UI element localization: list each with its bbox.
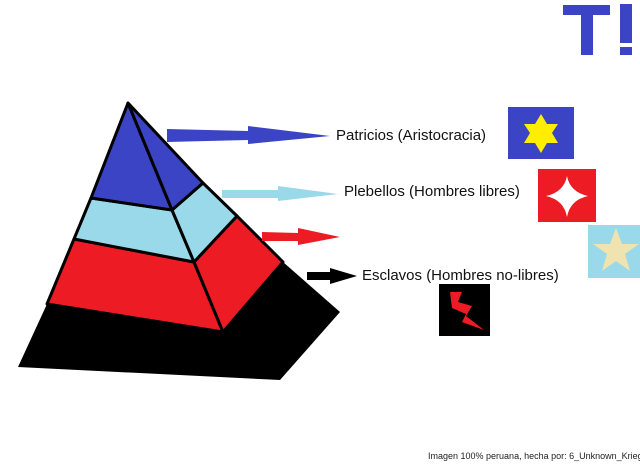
arrow-clientes	[262, 228, 340, 245]
pyramid-level-patricios-side	[126, 101, 205, 212]
arrow-esclavos	[307, 268, 357, 284]
label-plebellos: Plebellos (Hombres libres)	[344, 183, 520, 200]
logo	[563, 4, 632, 55]
lightning-icon	[439, 284, 490, 336]
credit-text: Imagen 100% peruana, hecha por: 6_Unknow…	[428, 451, 640, 461]
arrow-patricios	[167, 126, 330, 144]
arrow-plebellos	[222, 186, 338, 201]
label-esclavos: Esclavos (Hombres no-libres)	[362, 267, 559, 284]
label-patricios: Patricios (Aristocracia)	[336, 127, 487, 144]
six-point-star-icon	[508, 107, 574, 159]
five-point-star-icon	[588, 225, 640, 278]
four-point-star-icon	[538, 169, 596, 222]
